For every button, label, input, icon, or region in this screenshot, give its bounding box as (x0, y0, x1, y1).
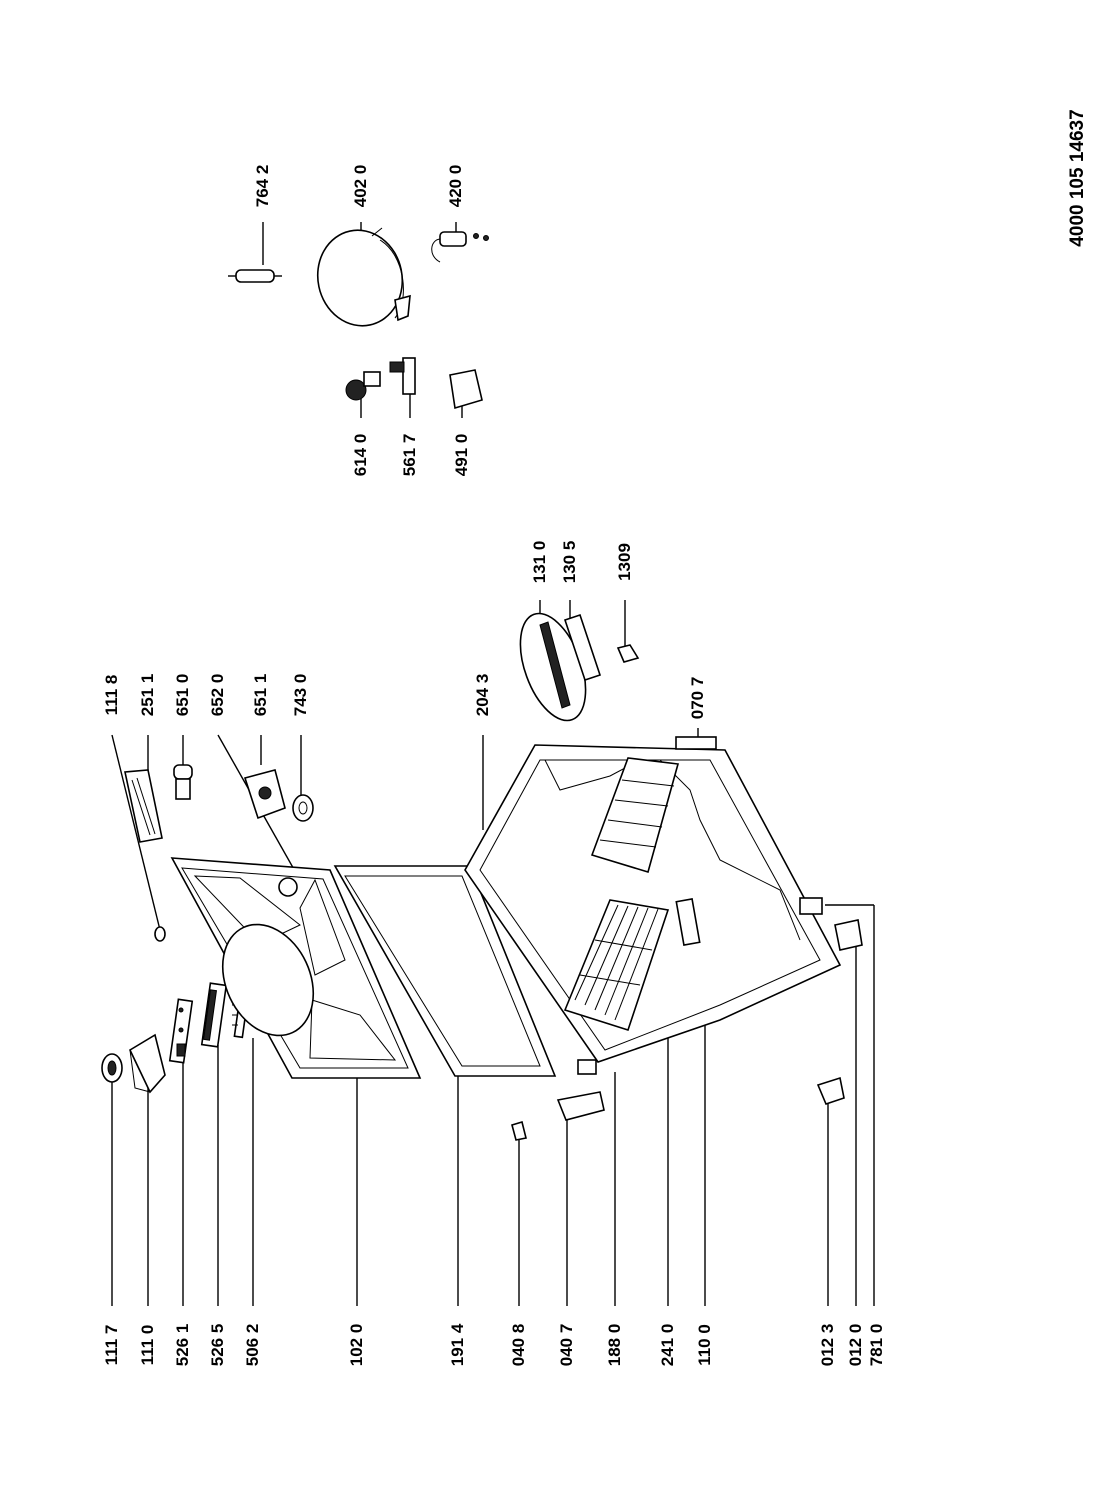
label-241-0: 241 0 (658, 1324, 677, 1367)
label-102-0: 102 0 (347, 1324, 366, 1367)
label-204-3: 204 3 (473, 674, 492, 717)
label-012-3: 012 3 (818, 1324, 837, 1367)
part-040-8-clip (511, 1120, 527, 1141)
label-402-0: 402 0 (351, 165, 370, 208)
part-651-1-fanbox (243, 769, 286, 820)
part-614-0-relay (345, 371, 381, 401)
label-111-7: 111 7 (102, 1325, 121, 1366)
part-251-1-cover (124, 769, 163, 843)
part-561-7-clamp (389, 357, 416, 395)
label-111-0: 111 0 (138, 1325, 157, 1366)
part-111-0-bracket (128, 1033, 166, 1094)
label-420-0: 420 0 (446, 165, 465, 208)
part-110-0-strip (675, 898, 701, 946)
label-1309: 1309 (615, 543, 634, 581)
part-420-0-capacitor (431, 231, 489, 263)
label-743-0: 743 0 (291, 674, 310, 717)
mid-labels: 614 0 561 7 491 0 764 2 402 0 420 0 (253, 165, 471, 477)
part-111-7-knob (101, 1053, 123, 1083)
label-188-0: 188 0 (605, 1324, 624, 1367)
top-labels: 111 8 251 1 651 0 652 0 651 1 743 0 204 … (102, 541, 707, 720)
part-743-0-grommet (292, 794, 314, 822)
part-526-5-board (200, 982, 228, 1048)
label-506-2: 506 2 (243, 1324, 262, 1367)
left-labels: 111 7 111 0 526 1 526 5 506 2 102 0 191 … (102, 1323, 886, 1366)
label-526-1: 526 1 (173, 1324, 192, 1367)
label-040-7: 040 7 (557, 1324, 576, 1367)
label-651-1: 651 1 (251, 674, 270, 717)
part-191-4-gasket (333, 865, 557, 1077)
part-764-2-drier (228, 269, 282, 283)
label-070-7: 070 7 (688, 677, 707, 720)
document-number: 4000 105 14637 (1067, 109, 1088, 246)
label-111-8: 111 8 (102, 675, 121, 716)
label-561-7: 561 7 (400, 434, 419, 477)
label-131-0: 131 0 (530, 541, 549, 584)
part-402-0-compressor (316, 227, 411, 327)
part-651-0-bulb (173, 764, 193, 800)
label-251-1: 251 1 (138, 674, 157, 717)
left-leaders (111, 904, 875, 1306)
part-102-0-door-panel (170, 857, 422, 1079)
label-040-8: 040 8 (509, 1324, 528, 1367)
label-764-2: 764 2 (253, 165, 272, 208)
part-1309-sensor (616, 644, 640, 663)
label-651-0: 651 0 (173, 674, 192, 717)
part-040-7-hinge-cover (556, 1091, 605, 1121)
label-110-0: 110 0 (695, 1324, 714, 1366)
part-012-3-hinge (816, 1076, 845, 1105)
label-614-0: 614 0 (351, 434, 370, 477)
part-204-3-divider (590, 757, 680, 874)
part-012-0-bracket (799, 897, 863, 951)
part-188-0-foot (577, 1059, 597, 1075)
part-526-1-strip (168, 998, 194, 1064)
label-526-5: 526 5 (208, 1324, 227, 1367)
part-491-0-cover (449, 369, 483, 410)
label-130-5: 130 5 (560, 541, 579, 584)
part-131-0-thermostat (519, 612, 602, 722)
label-652-0: 652 0 (208, 674, 227, 717)
label-491-0: 491 0 (452, 434, 471, 477)
part-cabinet-body (464, 744, 842, 1063)
part-241-0-basket (563, 899, 670, 1032)
part-070-7-grille (675, 736, 717, 750)
label-781-0: 781 0 (867, 1324, 886, 1367)
part-111-8-bead (154, 926, 166, 942)
label-012-0: 012 0 (846, 1324, 865, 1367)
label-191-4: 191 4 (448, 1323, 467, 1366)
